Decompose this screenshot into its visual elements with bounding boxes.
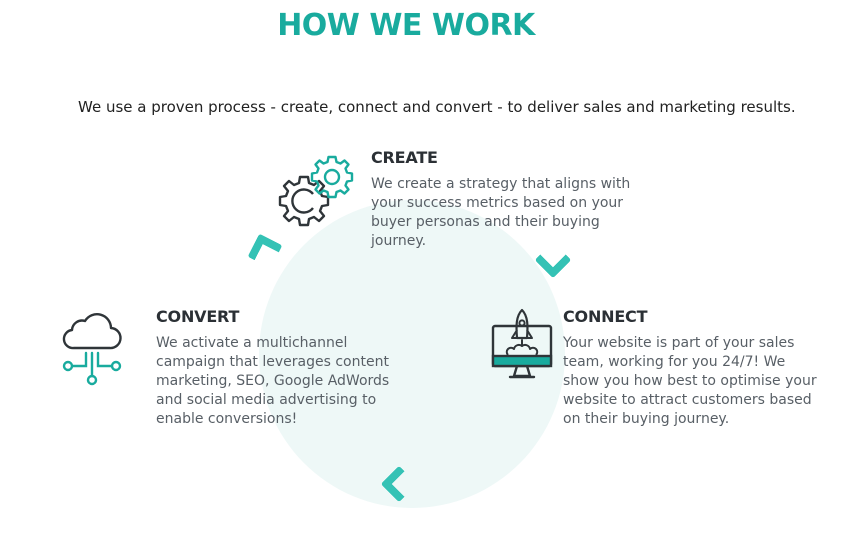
step-connect: CONNECT Your website is part of your sal… — [563, 307, 823, 429]
cloud-network-icon — [60, 308, 124, 388]
cycle-arrow-up-icon — [247, 233, 283, 269]
page-title: HOW WE WORK — [277, 8, 535, 43]
step-convert-text: We activate a multichannel campaign that… — [156, 335, 390, 427]
cycle-background-circle — [259, 200, 565, 508]
monitor-rocket-icon — [490, 308, 554, 380]
step-connect-text: Your website is part of your sales team,… — [563, 335, 817, 427]
step-create-title: CREATE — [371, 148, 438, 167]
step-create: CREATE We create a strategy that aligns … — [371, 148, 641, 251]
intro-text: We use a proven process - create, connec… — [78, 98, 796, 116]
step-connect-title: CONNECT — [563, 307, 648, 326]
step-convert: CONVERT We activate a multichannel campa… — [156, 307, 406, 429]
gears-icon — [274, 153, 356, 229]
step-create-text: We create a strategy that aligns with yo… — [371, 176, 631, 249]
step-convert-title: CONVERT — [156, 307, 240, 326]
